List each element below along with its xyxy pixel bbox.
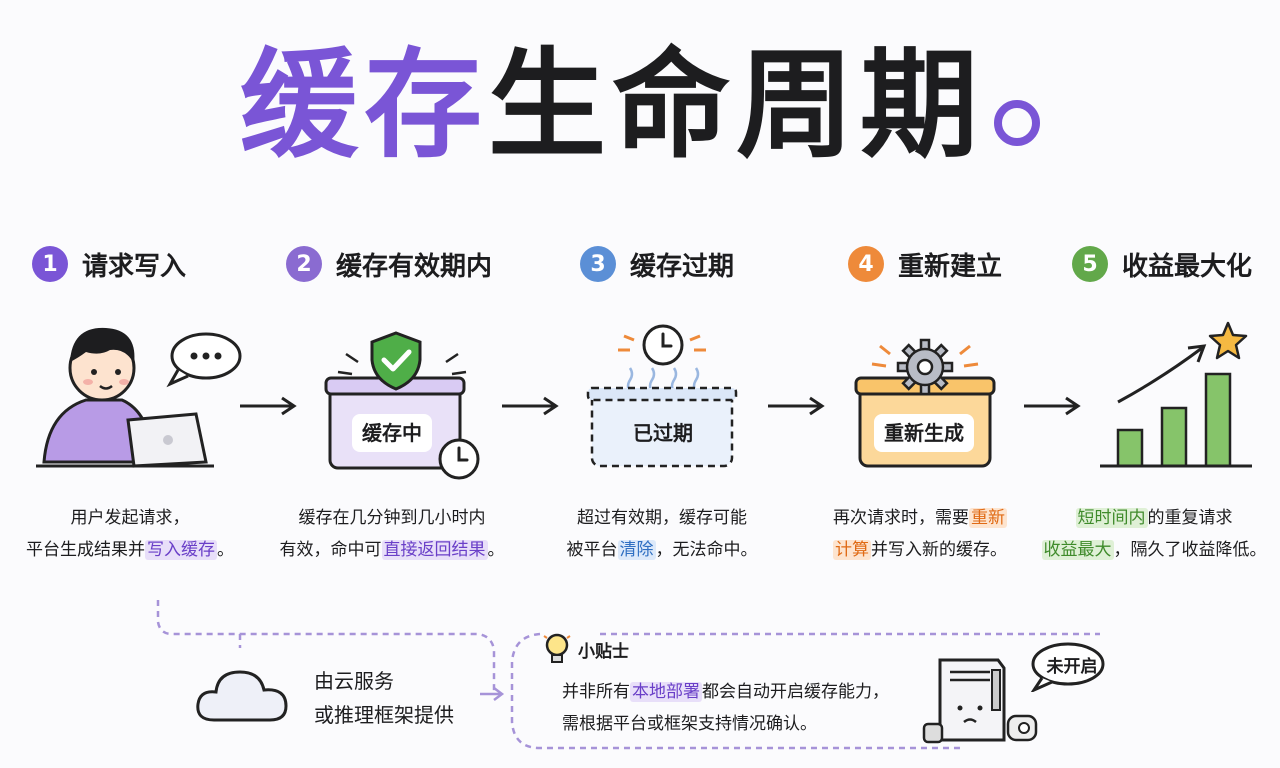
step-4-desc-line1: 再次请求时，需要重新 <box>790 502 1050 534</box>
speech-bubble-icon <box>1030 642 1105 692</box>
step-5-desc-line1: 短时间内的重复请求 <box>1024 502 1280 534</box>
lightbulb-icon <box>543 633 571 663</box>
step-3-desc: 超过有效期，缓存可能 被平台清除，无法命中。 <box>532 502 792 566</box>
step-1-desc-line2: 平台生成结果并写入缓存。 <box>0 534 260 566</box>
server-icon <box>922 658 1038 744</box>
step-5-desc: 短时间内的重复请求 收益最大，隔久了收益降低。 <box>1024 502 1280 566</box>
tip-highlight: 本地部署 <box>630 682 702 702</box>
step-2-desc: 缓存在几分钟到几小时内 有效，命中可直接返回结果。 <box>262 502 522 566</box>
cache-rebuild-label: 重新生成 <box>874 414 974 452</box>
step-3-desc-line2: 被平台清除，无法命中。 <box>532 534 792 566</box>
arrow-right-icon <box>768 396 825 416</box>
cache-active-label: 缓存中 <box>352 414 432 452</box>
title-main: 生命周期 <box>488 36 985 174</box>
bottom-connectors <box>156 600 1100 750</box>
tip-line1-pre: 并非所有 <box>562 682 630 702</box>
step-2-desc-text: 有效，命中可 <box>279 540 382 560</box>
step-5-desc-highlight-2: 收益最大 <box>1041 540 1114 560</box>
title-dot <box>994 100 1041 146</box>
step-4-desc-line2: 计算并写入新的缓存。 <box>790 534 1050 566</box>
step-3-desc-line1: 超过有效期，缓存可能 <box>577 508 747 528</box>
step-2-desc-tail: 。 <box>487 540 505 560</box>
provider-line2: 或推理框架提供 <box>314 703 454 727</box>
step-4-desc-highlight-2: 计算 <box>833 540 871 560</box>
arrow-right-icon <box>502 396 559 416</box>
tip-line1: 并非所有本地部署都会自动开启缓存能力， <box>562 676 889 708</box>
step-5-desc-line2: 收益最大，隔久了收益降低。 <box>1024 534 1280 566</box>
step-5-desc-text: 的重复请求 <box>1147 508 1233 528</box>
step-5-label: 收益最大化 <box>1122 251 1253 282</box>
step-4-desc-highlight: 重新 <box>969 508 1007 528</box>
step-1-desc-line1: 用户发起请求， <box>70 508 190 528</box>
step-2-desc-highlight: 直接返回结果 <box>381 540 488 560</box>
step-4-desc-text: 再次请求时，需要 <box>833 508 969 528</box>
person-laptop-icon <box>36 327 214 468</box>
provider-line1: 由云服务 <box>314 669 394 693</box>
page-title: 缓存生命周期 <box>0 30 1280 180</box>
step-2-desc-line1: 缓存在几分钟到几小时内 <box>298 508 486 528</box>
step-5-desc-highlight: 短时间内 <box>1075 508 1148 528</box>
cache-box-expired <box>586 334 738 468</box>
step-2-label: 缓存有效期内 <box>336 251 493 282</box>
step-4-header: 4 重新建立 <box>848 244 1002 284</box>
disabled-bubble-text: 未开启 <box>1046 657 1098 677</box>
step-3-desc-highlight: 清除 <box>617 540 656 560</box>
step-4-label: 重新建立 <box>898 251 1003 282</box>
shield-check-icon <box>370 331 422 391</box>
step-4-desc: 再次请求时，需要重新 计算并写入新的缓存。 <box>790 502 1050 566</box>
step-3-badge: 3 <box>580 246 616 282</box>
clock-icon <box>642 324 684 366</box>
step-1-badge: 1 <box>32 246 68 282</box>
step-2-badge: 2 <box>286 246 322 282</box>
arrow-right-icon <box>1024 396 1081 416</box>
tip-title: 小贴士 <box>578 642 629 662</box>
step-1-desc-tail: 。 <box>217 540 234 560</box>
step-1-label: 请求写入 <box>82 251 187 282</box>
bar-chart-icon <box>1100 344 1252 468</box>
step-3-header: 3 缓存过期 <box>580 244 734 284</box>
arrow-right-icon <box>240 396 297 416</box>
step-4-desc-tail: 并写入新的缓存。 <box>871 540 1007 560</box>
step-5-badge: 5 <box>1072 246 1108 282</box>
cloud-icon <box>196 670 288 722</box>
clock-icon <box>438 438 480 480</box>
step-3-desc-text: 被平台 <box>566 540 618 560</box>
step-5-header: 5 收益最大化 <box>1072 244 1252 284</box>
step-4-badge: 4 <box>848 246 884 282</box>
tip-line2: 需根据平台或框架支持情况确认。 <box>562 714 817 734</box>
step-2-desc-line2: 有效，命中可直接返回结果。 <box>262 534 522 566</box>
step-1-header: 1 请求写入 <box>32 244 186 284</box>
step-2-header: 2 缓存有效期内 <box>286 244 492 284</box>
step-1-desc: 用户发起请求， 平台生成结果并写入缓存。 <box>0 502 260 566</box>
cache-expired-label: 已过期 <box>633 421 693 445</box>
step-3-label: 缓存过期 <box>630 251 735 282</box>
step-1-desc-highlight: 写入缓存 <box>145 540 217 560</box>
step-1-desc-text: 平台生成结果并 <box>26 540 145 560</box>
gear-icon <box>896 338 954 396</box>
title-accent: 缓存 <box>239 36 488 174</box>
tip-line1-post: 都会自动开启缓存能力， <box>702 682 889 702</box>
tip-text: 并非所有本地部署都会自动开启缓存能力， 需根据平台或框架支持情况确认。 <box>562 676 889 740</box>
step-3-desc-tail: ，无法命中。 <box>655 540 758 560</box>
step-5-desc-tail: ，隔久了收益降低。 <box>1113 540 1267 560</box>
star-icon <box>1208 321 1248 360</box>
speech-bubble-icon <box>166 332 242 388</box>
provider-text: 由云服务 或推理框架提供 <box>314 664 454 732</box>
